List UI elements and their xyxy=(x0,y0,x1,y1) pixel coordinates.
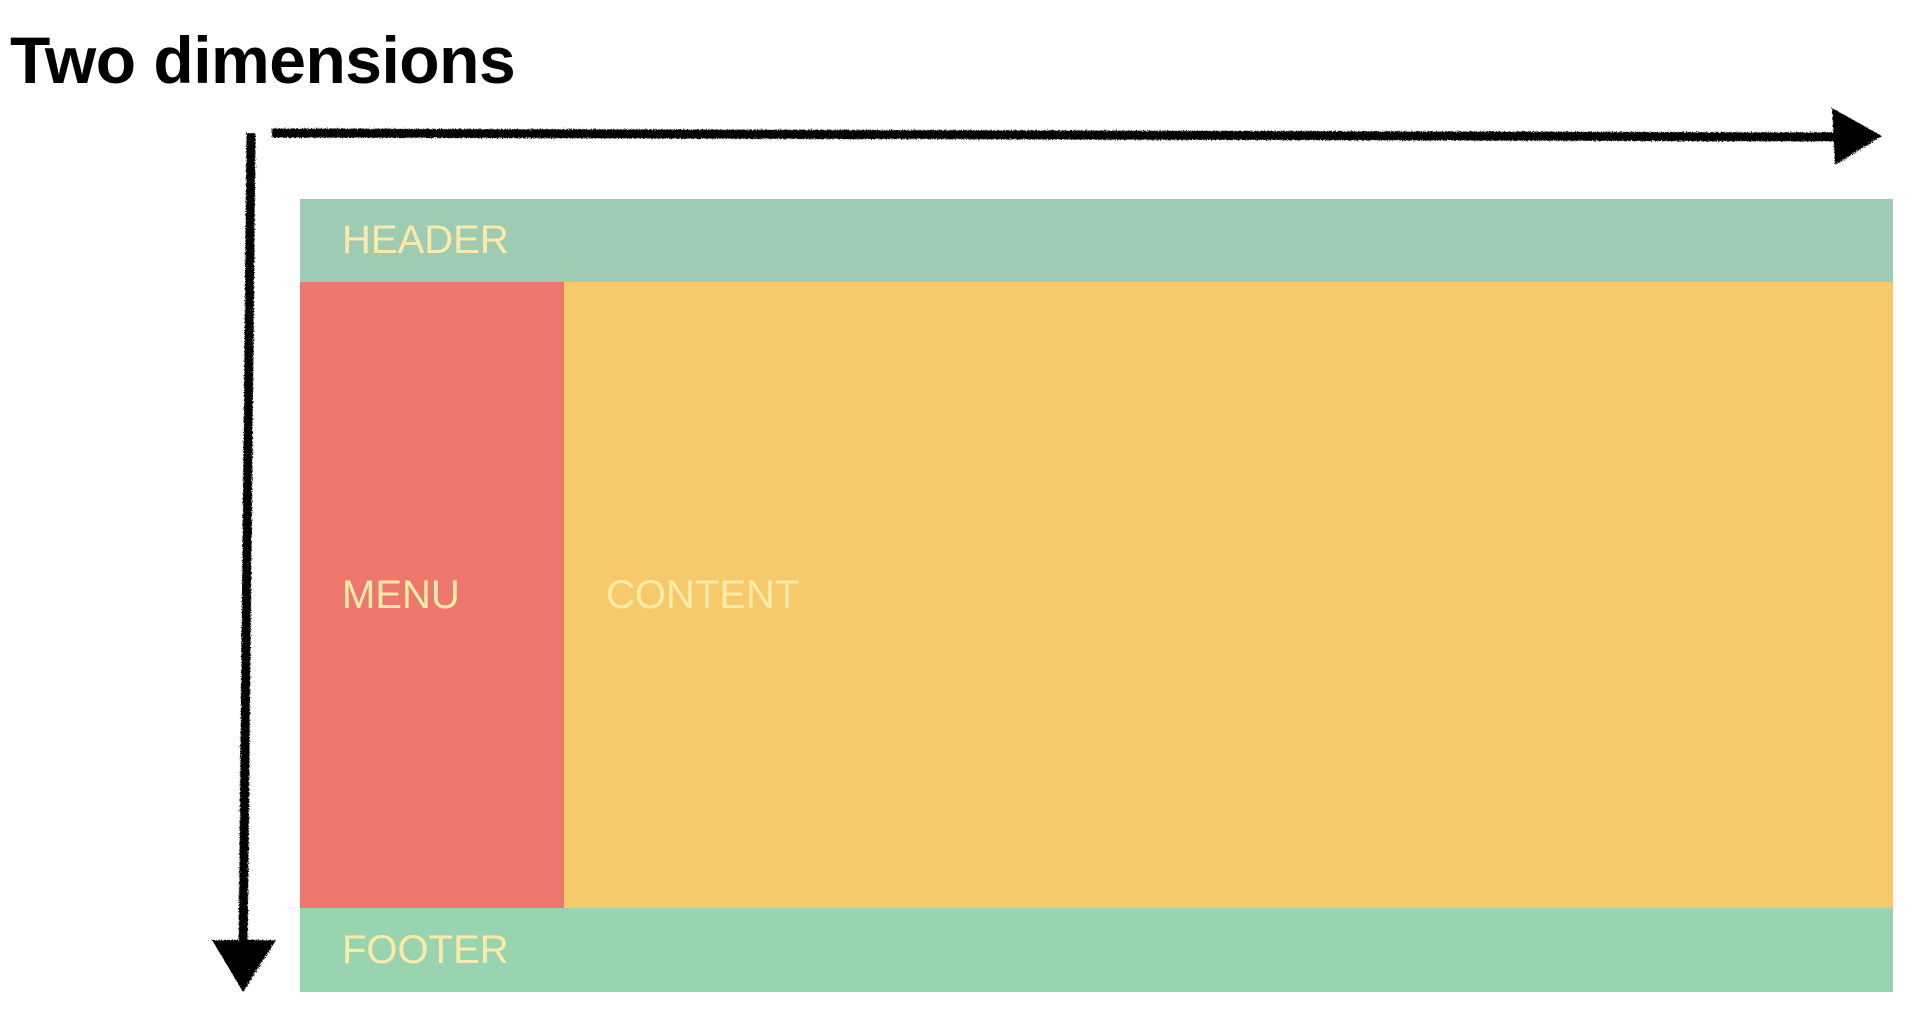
footer-label: FOOTER xyxy=(342,927,509,972)
menu-area: MENU xyxy=(300,282,564,908)
content-label: CONTENT xyxy=(606,572,800,617)
content-area: CONTENT xyxy=(564,282,1893,908)
menu-label: MENU xyxy=(342,572,460,617)
page-title: Two dimensions xyxy=(10,23,516,97)
horizontal-arrowhead-icon xyxy=(1832,108,1882,165)
vertical-arrowhead-icon xyxy=(212,940,276,992)
header-area: HEADER xyxy=(300,199,1893,282)
horizontal-axis-arrow xyxy=(271,128,1856,142)
header-label: HEADER xyxy=(342,218,509,262)
footer-area: FOOTER xyxy=(300,908,1893,992)
vertical-axis-arrow xyxy=(238,132,256,961)
